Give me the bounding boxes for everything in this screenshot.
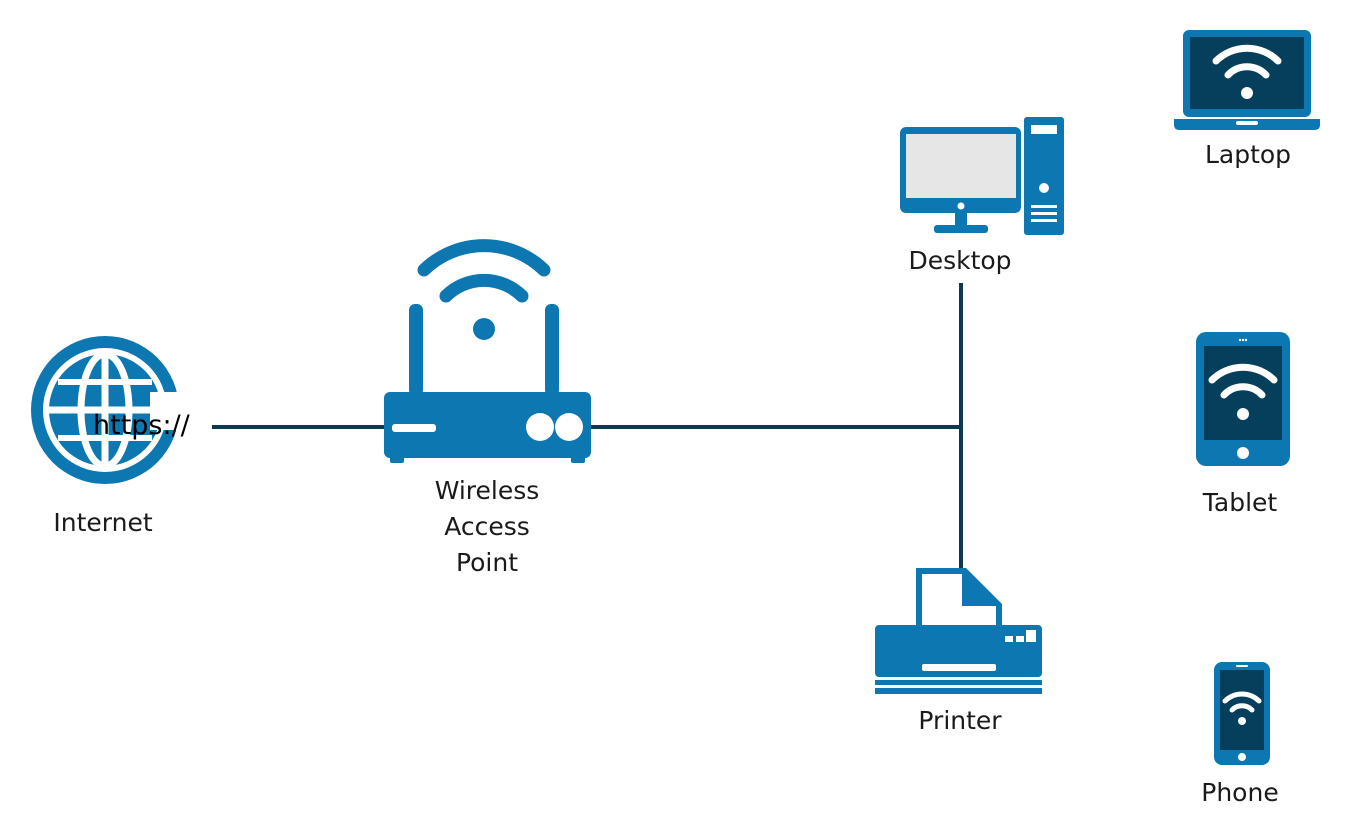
desktop-label: Desktop bbox=[908, 246, 1012, 275]
access-point-label-line: Access bbox=[444, 512, 530, 541]
internet-label: Internet bbox=[53, 508, 153, 537]
phone-icon bbox=[1214, 662, 1270, 765]
printer-label: Printer bbox=[918, 706, 1002, 735]
globe-icon bbox=[31, 336, 186, 484]
phone-label: Phone bbox=[1201, 778, 1279, 807]
access-point-label-line: Point bbox=[455, 548, 519, 577]
connection-lines bbox=[212, 283, 963, 570]
laptop-label: Laptop bbox=[1204, 140, 1292, 169]
laptop-icon bbox=[1174, 30, 1320, 130]
tablet-icon bbox=[1196, 332, 1290, 466]
access-point-label-line: Wireless bbox=[434, 476, 540, 505]
https-overlay-text: https:// bbox=[93, 410, 190, 441]
wireless-router-icon bbox=[384, 239, 591, 463]
printer-icon bbox=[875, 568, 1042, 694]
desktop-computer-icon bbox=[900, 117, 1064, 235]
tablet-label: Tablet bbox=[1202, 488, 1278, 517]
access-point-label: Wireless Access Point bbox=[412, 473, 562, 581]
